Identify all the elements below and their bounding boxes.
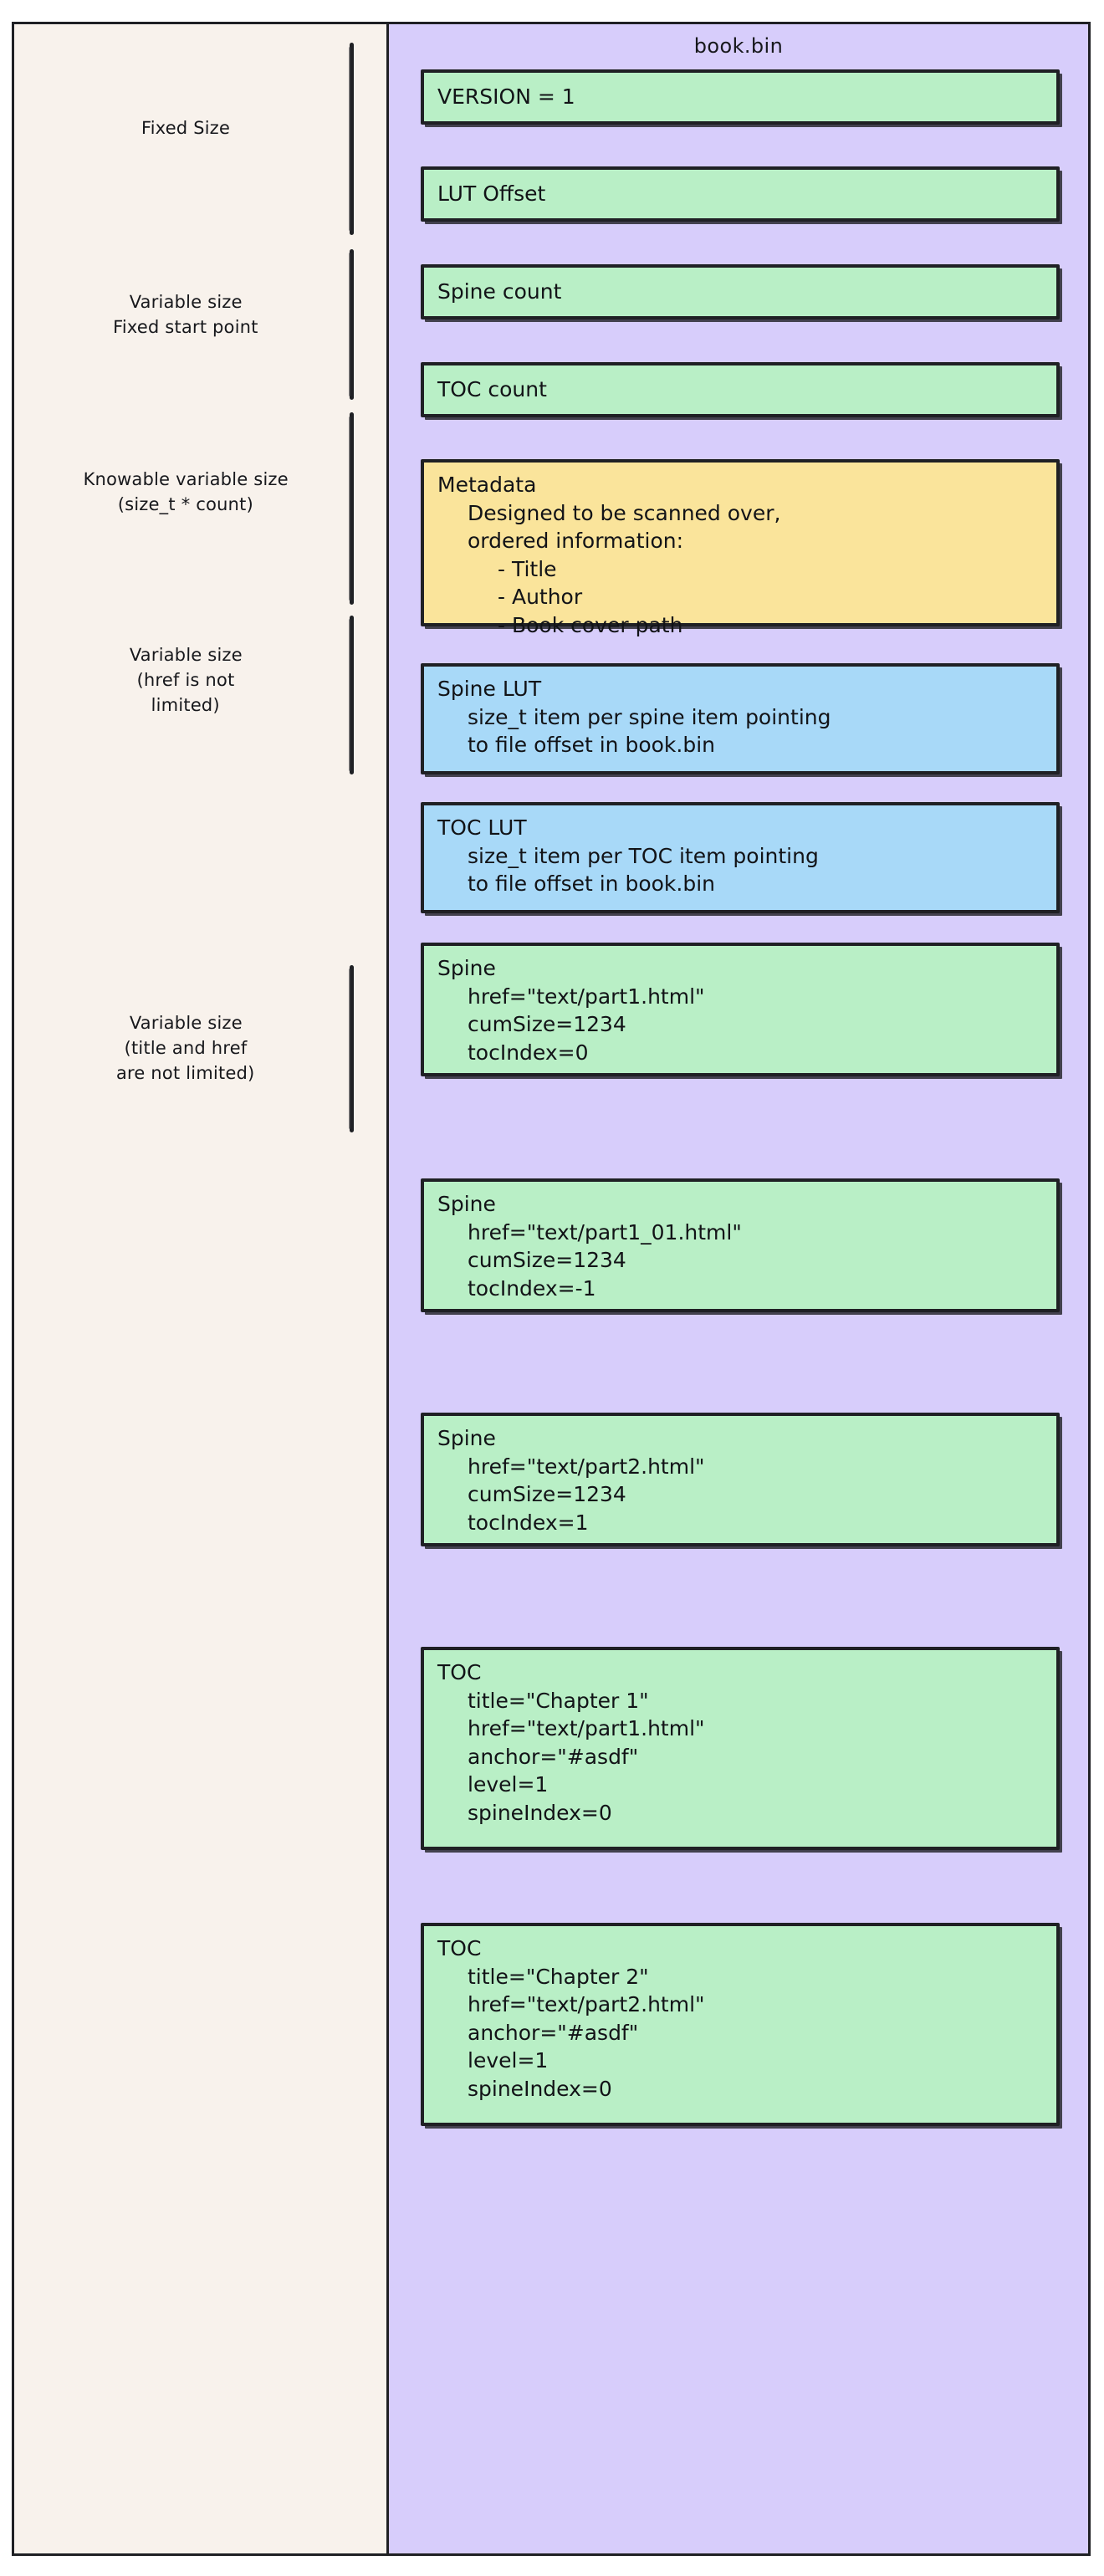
block-toc-2: TOC title="Chapter 2" href="text/part2.h… — [421, 1923, 1060, 2126]
block-toc-2-header: TOC — [437, 1936, 482, 1960]
block-toc-lut-line-2: to file offset in book.bin — [468, 871, 716, 896]
block-spine-1-header: Spine — [437, 956, 496, 980]
block-toc-1-title: title="Chapter 1" — [468, 1688, 649, 1713]
bracket-toc — [349, 965, 354, 1132]
bracket-luts — [349, 412, 354, 605]
block-metadata: Metadata Designed to be scanned over, or… — [421, 459, 1060, 637]
block-spine-lut-line-2: to file offset in book.bin — [468, 733, 716, 757]
block-toc-lut-line-1: size_t item per TOC item pointing — [468, 843, 819, 868]
block-spine-count-header: Spine count — [437, 279, 562, 304]
bracket-spine — [349, 616, 354, 774]
block-toc-1: TOC title="Chapter 1" href="text/part1.h… — [421, 1647, 1060, 1850]
group-label-variable-href: Variable size (href is not limited) — [129, 645, 243, 715]
block-lut-offset-header: LUT Offset — [437, 181, 546, 207]
block-metadata-header: Metadata — [437, 473, 537, 497]
block-toc-lut-header: TOC LUT — [437, 815, 527, 840]
block-spine-count: Spine count — [421, 264, 1060, 319]
block-version-header: VERSION = 1 — [437, 84, 575, 110]
block-spine-lut-header: Spine LUT — [437, 677, 542, 701]
block-toc-count-header: TOC count — [437, 377, 547, 402]
block-spine-3-cumsize: cumSize=1234 — [468, 1482, 626, 1506]
group-label-variable-title-href: Variable size (title and href are not li… — [115, 1013, 255, 1083]
block-metadata-line-1: Designed to be scanned over, — [468, 500, 781, 525]
block-spine-1: Spine href="text/part1.html" cumSize=123… — [421, 943, 1060, 1076]
book-bin-container: book.bin VERSION = 1 LUT Offset Spine co… — [386, 22, 1091, 2556]
block-metadata-bullet-3: - Book cover path — [498, 612, 683, 637]
bracket-metadata — [349, 249, 354, 400]
block-spine-3-tocindex: tocIndex=1 — [468, 1510, 589, 1535]
block-spine-lut: Spine LUT size_t item per spine item poi… — [421, 663, 1060, 774]
book-bin-title: book.bin — [693, 34, 784, 58]
block-metadata-line-2: ordered information: — [468, 529, 684, 553]
block-spine-2-href: href="text/part1_01.html" — [468, 1219, 742, 1245]
block-toc-2-level: level=1 — [468, 2048, 549, 2073]
block-metadata-bullet-2: - Author — [498, 585, 583, 609]
block-spine-1-cumsize: cumSize=1234 — [468, 1012, 626, 1036]
block-toc-lut: TOC LUT size_t item per TOC item pointin… — [421, 802, 1060, 913]
block-toc-2-href: href="text/part2.html" — [468, 1992, 705, 2016]
block-spine-3: Spine href="text/part2.html" cumSize=123… — [421, 1413, 1060, 1546]
block-toc-1-spineindex: spineIndex=0 — [468, 1800, 612, 1825]
block-toc-2-anchor: anchor="#asdf" — [468, 2020, 639, 2045]
block-toc-2-spineindex: spineIndex=0 — [468, 2076, 612, 2101]
block-spine-3-href: href="text/part2.html" — [468, 1454, 705, 1479]
block-lut-offset: LUT Offset — [421, 166, 1060, 222]
block-spine-lut-line-1: size_t item per spine item pointing — [468, 704, 831, 729]
block-spine-2-tocindex: tocIndex=-1 — [468, 1275, 596, 1301]
block-toc-1-href: href="text/part1.html" — [468, 1716, 705, 1740]
block-toc-2-title: title="Chapter 2" — [468, 1964, 649, 1989]
block-toc-1-header: TOC — [437, 1660, 482, 1684]
block-version: VERSION = 1 — [421, 69, 1060, 125]
diagram-canvas: Fixed Size Variable size Fixed start poi… — [12, 22, 1091, 2556]
block-toc-1-anchor: anchor="#asdf" — [468, 1744, 639, 1769]
block-spine-1-href: href="text/part1.html" — [468, 984, 705, 1009]
block-spine-1-tocindex: tocIndex=0 — [468, 1040, 589, 1065]
group-label-knowable-variable: Knowable variable size (size_t * count) — [83, 469, 289, 514]
block-spine-2-cumsize: cumSize=1234 — [468, 1248, 626, 1272]
block-spine-2: Spine href="text/part1_01.html" cumSize=… — [421, 1178, 1060, 1312]
block-toc-count: TOC count — [421, 362, 1060, 417]
block-spine-2-header: Spine — [437, 1192, 496, 1216]
group-label-variable-fixed-start: Variable size Fixed start point — [112, 292, 258, 337]
group-label-fixed-size: Fixed Size — [141, 118, 231, 138]
block-spine-3-header: Spine — [437, 1426, 496, 1450]
bracket-fixed-size — [349, 43, 354, 235]
block-metadata-bullet-1: - Title — [498, 556, 557, 581]
block-toc-1-level: level=1 — [468, 1772, 549, 1797]
annotation-panel: Fixed Size Variable size Fixed start poi… — [12, 22, 388, 2556]
